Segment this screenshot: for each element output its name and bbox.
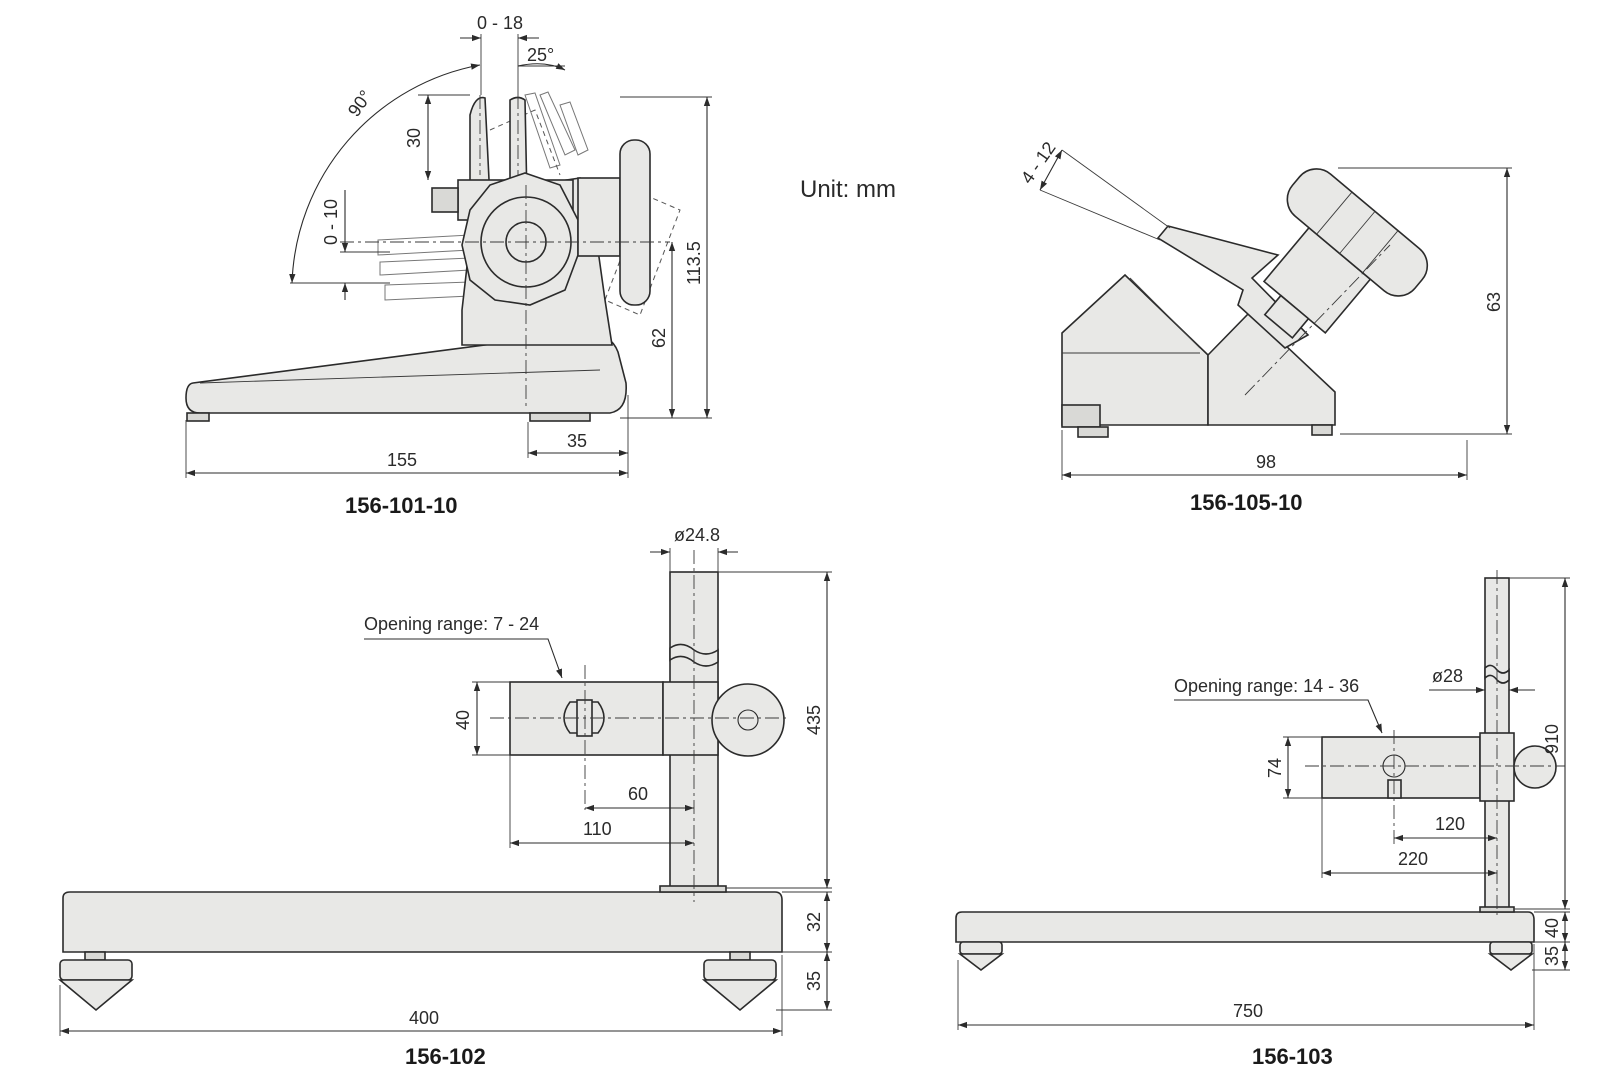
dim-jaw: 0 - 18 [477,13,523,33]
clamp-knob [1513,745,1557,789]
dim-120: 120 [1435,814,1465,834]
dim-110: 110 [583,819,612,839]
drawing-156-105-10: 4 - 12 63 98 156-105-10 [1017,138,1512,515]
dim-foot-height: 35 [804,971,824,991]
dim-swing: 90° [344,87,376,121]
model-156-101-10: 156-101-10 [345,493,458,518]
model-156-103: 156-103 [1252,1044,1333,1069]
vblock-left [1061,273,1209,426]
dim-height: 63 [1484,292,1504,312]
unit-label: Unit: mm [800,176,896,203]
dim-total-height: 113.5 [684,241,704,285]
drawing-156-101-10: 0 - 18 25° 90° 30 0 - 10 113.5 62 155 35… [185,13,712,518]
base [62,891,783,953]
model-156-105-10: 156-105-10 [1190,490,1303,515]
dim-height-adj: 0 - 10 [321,199,341,245]
leveling-foot-left [57,951,135,1012]
leveling-foot-left [957,941,1005,972]
dim-clamp-height: 74 [1265,758,1285,778]
opening-range: Opening range: 14 - 36 [1174,676,1359,696]
side-hub [577,177,621,257]
side-screw [431,187,459,213]
drawing-156-102: ø24.8 Opening range: 7 - 24 40 435 60 11… [57,525,832,1069]
screw-knob [1262,168,1429,339]
dim-column-height: 910 [1542,724,1562,754]
clamp-knob [711,683,785,757]
foot-left-pad [1077,426,1109,438]
dim-diameter: ø28 [1432,666,1463,686]
foot-left [1061,404,1101,428]
side-handle [619,139,651,306]
dim-length: 400 [409,1008,439,1028]
arc-swing [289,63,481,284]
dim-offset: 35 [567,431,587,451]
drawing-156-103: ø28 Opening range: 14 - 36 74 910 120 22… [955,570,1570,1069]
dim-base-height: 40 [1542,918,1562,938]
leveling-foot-right [701,951,779,1012]
model-156-102: 156-102 [405,1044,486,1069]
base [955,911,1535,943]
dim-length: 750 [1233,1001,1263,1021]
dim-clamp-height: 40 [453,710,473,730]
dim-length: 98 [1256,452,1276,472]
base-foot-right [529,412,591,422]
jaw-pin [1387,779,1402,799]
dim-axis-height: 62 [649,328,669,348]
dim-opening: 4 - 12 [1017,138,1060,187]
vblock-right [1207,310,1336,426]
dim-tilt: 25° [527,45,554,65]
clamp-collar [662,681,719,756]
dim-column-height: 435 [804,705,824,735]
dim-jaw-height: 30 [404,128,424,148]
dim-220: 220 [1398,849,1428,869]
base-foot-left [186,412,210,422]
dim-base-height: 32 [804,912,824,932]
foot-right [1311,424,1333,436]
dim-foot-height: 35 [1542,946,1562,966]
dim-diameter: ø24.8 [674,525,720,545]
leveling-foot-right [1487,941,1535,972]
dim-60: 60 [628,784,648,804]
opening-range: Opening range: 7 - 24 [364,614,539,634]
dim-base-length: 155 [387,450,417,470]
column-foot [659,885,727,893]
